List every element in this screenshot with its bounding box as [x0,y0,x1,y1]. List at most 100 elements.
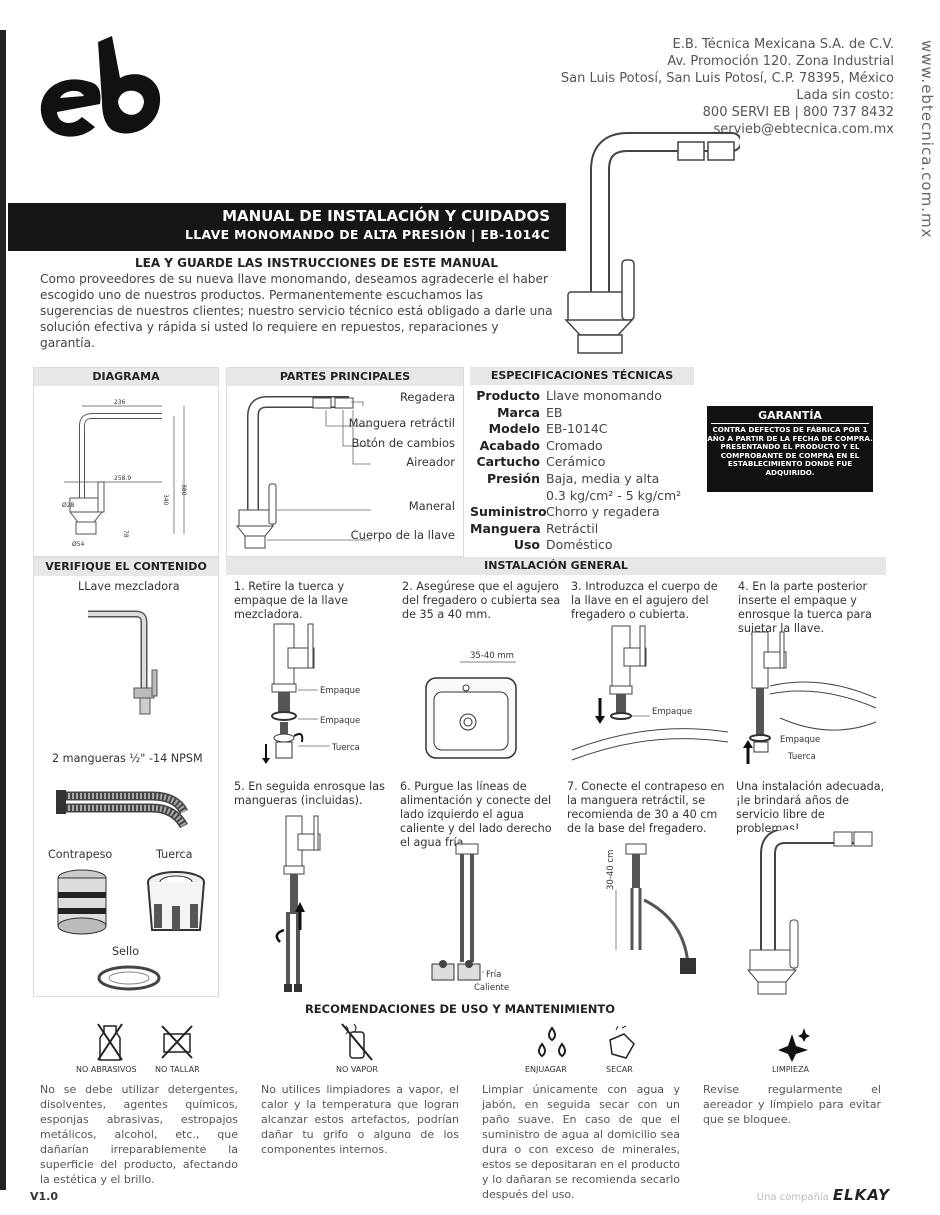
step4-tuerca-label: Tuerca [788,750,816,764]
parts-faucet-image [235,396,371,549]
step1-empaque-label-b: Empaque [320,716,361,726]
contents-faucet-label: LLave mezcladora [78,580,180,593]
company-name: E.B. Técnica Mexicana S.A. de C.V. [672,37,894,52]
dim-label: Ø54 [72,541,85,548]
contents-heading: VERIFIQUE EL CONTENIDO [34,558,218,576]
rec-text-cleaning: Revise regularmente el aereador y límpie… [703,1083,881,1126]
diagram-panel: DIAGRAMA 236 258.9 Ø28 340 380 78 Ø54 [33,367,219,557]
company-info: E.B. Técnica Mexicana S.A. de C.V. Av. P… [561,36,894,138]
no-steam-label: NO VAPOR [336,1065,378,1074]
step3-empaque-label: Empaque [652,707,693,717]
cold-label: Fría [486,970,502,980]
step3-illustration [571,625,729,761]
install-step-2: 2. Asegúrese que el agujero del fregader… [402,580,561,621]
no-steam-icon [341,1023,373,1061]
install-step-1: 1. Retire la tuerca y empaque de la llav… [234,580,349,621]
part-label-aireador: Aireador [406,455,455,469]
step2-hole-label: 35-40 mm [470,651,514,661]
part-label-regadera: Regadera [399,390,455,404]
eb-logo [40,36,161,137]
brand-prefix: Una compañía [756,1192,829,1203]
part-label-cuerpo: Cuerpo de la llave [350,528,455,542]
rinse-icon [538,1026,566,1058]
cleaning-label: LIMPIEZA [772,1065,809,1074]
parts-heading: PARTES PRINCIPALES [227,368,463,386]
manual-title: MANUAL DE INSTALACIÓN Y CUIDADOS [222,207,550,225]
step1-tuerca-label: Tuerca [332,743,360,753]
counterweight-image [57,869,107,935]
recommendations-heading: RECOMENDACIONES DE USO Y MANTENIMIENTO [304,1002,616,1016]
install-step-3: 3. Introduzca el cuerpo de la llave en e… [571,580,718,621]
install-step-4: 4. En la parte posterior inserte el empa… [738,580,872,635]
manual-title-bar: MANUAL DE INSTALACIÓN Y CUIDADOS LLAVE M… [8,203,566,251]
version-label: V1.0 [30,1190,58,1203]
install-step-5: 5. En seguida enrosque las mangueras (in… [234,780,385,807]
hero-faucet-image [564,132,740,354]
specs-heading: ESPECIFICACIONES TÉCNICAS [470,367,694,385]
install-step-6: 6. Purgue las líneas de alimentación y c… [400,780,552,849]
step2-sink-illustration [425,661,517,759]
counterweight-label: Contrapeso [48,848,113,861]
step7-illustration [615,843,696,974]
warranty-title: GARANTÍA [711,409,869,424]
parts-panel: PARTES PRINCIPALES Regadera Manguera ret… [226,367,464,557]
sparkle-icon [778,1028,810,1062]
rec-text-rinse: Limpiar únicamente con agua y jabón, en … [482,1083,680,1201]
rec-text-steam: No utilices limpiadores a vapor, el calo… [261,1083,459,1156]
seal-image [97,965,161,991]
elkay-logo: ELKAY [832,1186,890,1204]
hoses-image [56,790,189,829]
final-faucet-image [746,830,873,995]
company-city: San Luis Potosí, San Luis Potosí, C.P. 7… [560,71,894,86]
part-label-boton: Botón de cambios [351,436,455,450]
dim-label: 340 [162,494,169,506]
contents-panel: VERIFIQUE EL CONTENIDO LLave mezcladora … [33,557,219,997]
part-label-manguera: Manguera retráctil [348,416,455,430]
height-label: 30-40 cm [606,849,616,890]
company-email[interactable]: servieb@ebtecnica.com.mx [713,122,894,137]
left-edge-bar [0,30,6,1190]
install-panel: INSTALACIÓN GENERAL [226,557,886,997]
company-phone-label: Lada sin costo: [796,88,894,103]
no-abrasives-label: NO ABRASIVOS [76,1065,137,1074]
contents-hoses-label: 2 mangueras ½" -14 NPSM [52,752,203,765]
nut-image [147,871,205,931]
step6-illustration [431,843,484,981]
seal-label: Sello [112,945,140,958]
manual-subtitle: LLAVE MONOMANDO DE ALTA PRESIÓN | EB-101… [185,227,550,242]
part-label-maneral: Maneral [408,499,455,513]
company-phone[interactable]: 800 SERVI EB | 800 737 8432 [702,105,894,120]
rinse-label: ENJUAGAR [525,1065,567,1074]
no-abrasives-icon [97,1023,123,1061]
specs-panel: ESPECIFICACIONES TÉCNICAS [470,367,694,557]
company-address: Av. Promoción 120. Zona Industrial [667,54,894,69]
dim-label: 236 [114,399,126,406]
dry-icon [609,1025,635,1059]
intro-heading: LEA Y GUARDE LAS INSTRUCCIONES DE ESTE M… [135,256,498,270]
step4-illustration [743,631,877,764]
dim-label: 380 [180,484,187,496]
warranty-box: GARANTÍA CONTRA DEFECTOS DE FÁBRICA POR … [707,406,873,492]
step1-empaque-label-a: Empaque [320,686,361,696]
dim-label: 78 [122,530,129,538]
contents-faucet-image [88,610,158,715]
install-step-7: 7. Conecte el contrapeso en la manguera … [567,780,725,835]
step4-empaque-label: Empaque [780,733,821,747]
warranty-body: CONTRA DEFECTOS DE FÁBRICA POR 1 AÑO A P… [707,425,873,477]
website-vertical: www.ebtecnica.com.mx [918,40,936,239]
install-final-note: Una instalación adecuada, ¡le brindará a… [736,780,885,835]
install-heading: INSTALACIÓN GENERAL [226,557,886,575]
step5-illustration [275,815,321,992]
rec-text-abrasives: No se debe utilizar detergentes, disolve… [40,1083,238,1186]
intro-body: Como proveedores de su nueva llave monom… [40,272,553,350]
step1-illustration [262,623,330,764]
